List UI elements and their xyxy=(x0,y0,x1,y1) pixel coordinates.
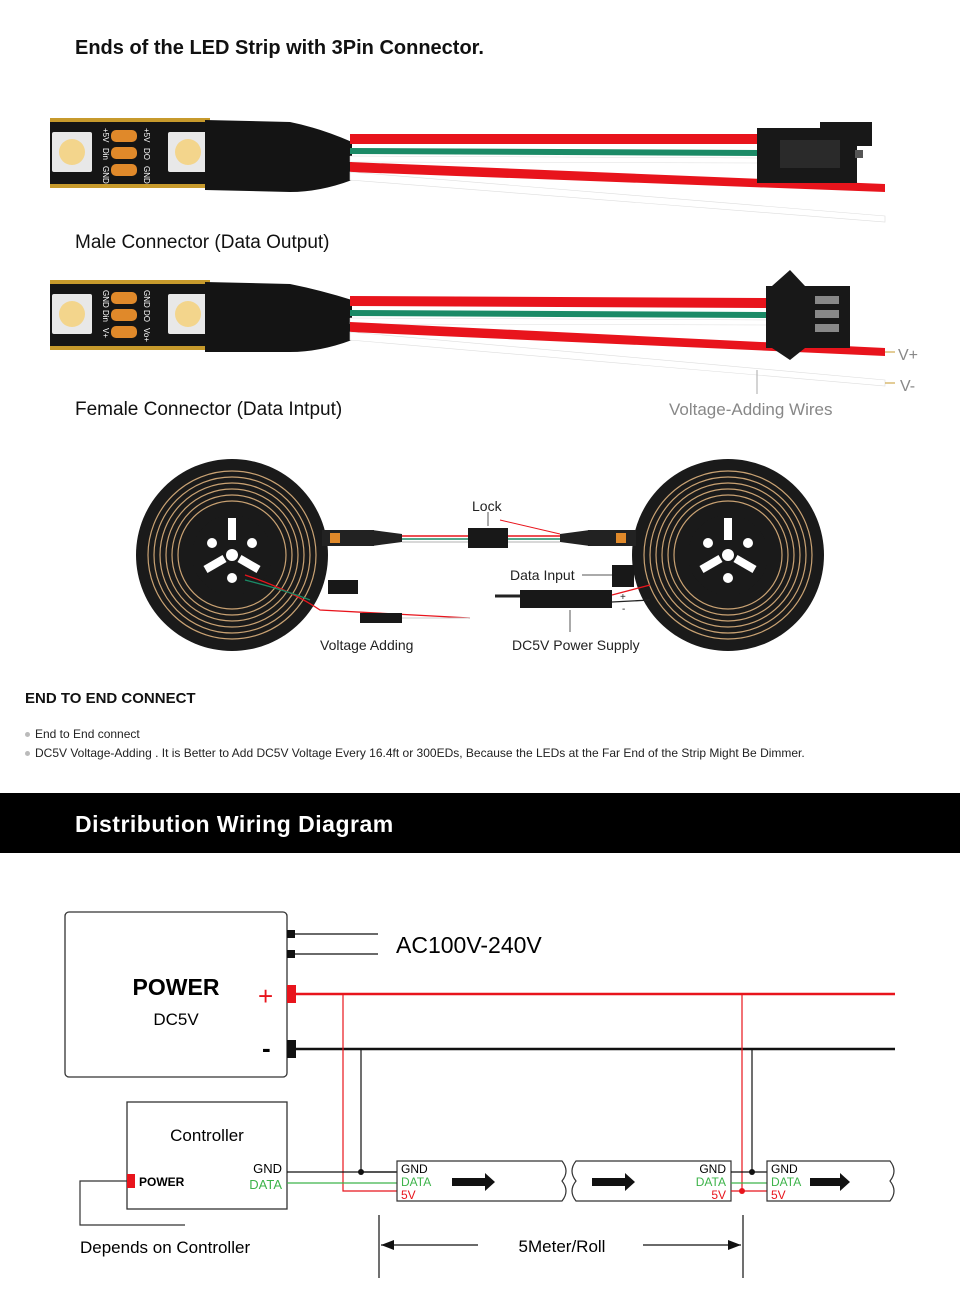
plus-sign: + xyxy=(620,592,626,603)
strip-5v-label: 5V xyxy=(711,1188,726,1202)
bullet-text: DC5V Voltage-Adding . It is Better to Ad… xyxy=(35,746,805,760)
strip-gnd-label: GND xyxy=(401,1162,428,1176)
controller-box xyxy=(126,1101,288,1210)
controller-power-label: POWER xyxy=(139,1175,185,1189)
pad-label: +5V xyxy=(142,128,151,143)
led-reel-left xyxy=(136,459,328,651)
strip-gnd-label: GND xyxy=(771,1162,798,1176)
pad-label: DO xyxy=(142,148,151,160)
bullet-text: End to End connect xyxy=(35,727,140,741)
minus-sign: - xyxy=(622,604,625,615)
wiring-diagram: POWER DC5V + - AC100V-240V Controller PO… xyxy=(64,911,895,1278)
female-connector-illustration: GND Din V+ GND DO Vo+ V+ V- xyxy=(50,270,918,395)
power-subtitle: DC5V xyxy=(153,1010,199,1029)
power-supply-label: DC5V Power Supply xyxy=(512,637,640,653)
arrow-right-icon xyxy=(452,1173,495,1191)
voltage-adding-red-wire xyxy=(350,162,885,192)
strip-5v-label: 5V xyxy=(401,1188,416,1202)
strip-gnd-label: GND xyxy=(699,1162,726,1176)
controller-title: Controller xyxy=(170,1126,244,1145)
reel-connection-illustration: Lock Voltage Adding Data Input + - DC5V … xyxy=(136,459,824,653)
depends-on-controller-label: Depends on Controller xyxy=(80,1238,250,1257)
voltage-adding-white-wire xyxy=(349,171,886,223)
roll-length-label: 5Meter/Roll xyxy=(519,1237,606,1256)
bullet-item: DC5V Voltage-Adding . It is Better to Ad… xyxy=(25,746,805,760)
pad-label: +5V xyxy=(101,128,110,143)
female-connector-label: Female Connector (Data Intput) xyxy=(75,399,343,420)
power-title: POWER xyxy=(133,974,220,1000)
banner-title: Distribution Wiring Diagram xyxy=(75,811,394,837)
strip-data-label: DATA xyxy=(696,1175,726,1189)
strip-data-label: DATA xyxy=(771,1175,801,1189)
pad-label: GND xyxy=(101,290,110,308)
lock-connector xyxy=(468,528,508,548)
pad-label: GND xyxy=(142,166,151,184)
voltage-adding-wires-label: Voltage-Adding Wires xyxy=(669,400,833,419)
lock-label: Lock xyxy=(472,498,503,514)
voltage-adding-label: Voltage Adding xyxy=(320,637,413,653)
voltage-adding-red-wire xyxy=(350,322,885,356)
pad-label: V+ xyxy=(101,328,110,338)
heat-shrink xyxy=(205,282,352,352)
power-supply-plug xyxy=(520,590,612,608)
heat-shrink xyxy=(205,120,352,192)
pad-label: Vo+ xyxy=(142,328,151,342)
led-reel-right xyxy=(632,459,824,651)
plus-terminal-label: + xyxy=(258,981,273,1011)
voltage-adding-white-wire xyxy=(349,331,886,387)
male-connector-illustration: +5V Din GND +5V DO GND xyxy=(50,118,886,223)
strip-data-label: DATA xyxy=(401,1175,431,1189)
section-banner xyxy=(0,793,960,853)
bullet-item: End to End connect xyxy=(25,727,140,741)
pad-label: GND xyxy=(142,290,151,308)
strip-5v-label: 5V xyxy=(771,1188,786,1202)
ac-input-label: AC100V-240V xyxy=(396,932,542,958)
male-connector-label: Male Connector (Data Output) xyxy=(75,232,330,253)
arrow-right-icon xyxy=(810,1173,850,1191)
pad-label: GND xyxy=(101,166,110,184)
v-minus-label: V- xyxy=(900,378,915,395)
data-input-label: Data Input xyxy=(510,567,575,583)
page-title: Ends of the LED Strip with 3Pin Connecto… xyxy=(75,37,484,59)
pad-label: Din xyxy=(101,148,110,160)
end-to-end-heading: END TO END CONNECT xyxy=(25,690,196,707)
controller-data-label: DATA xyxy=(249,1177,282,1192)
arrow-right-icon xyxy=(592,1173,635,1191)
pad-label: DO xyxy=(142,310,151,322)
pad-label: Din xyxy=(101,310,110,322)
controller-gnd-label: GND xyxy=(253,1161,282,1176)
v-plus-label: V+ xyxy=(898,347,918,364)
led-strip-segment xyxy=(571,1160,732,1202)
minus-terminal-label: - xyxy=(262,1033,271,1063)
